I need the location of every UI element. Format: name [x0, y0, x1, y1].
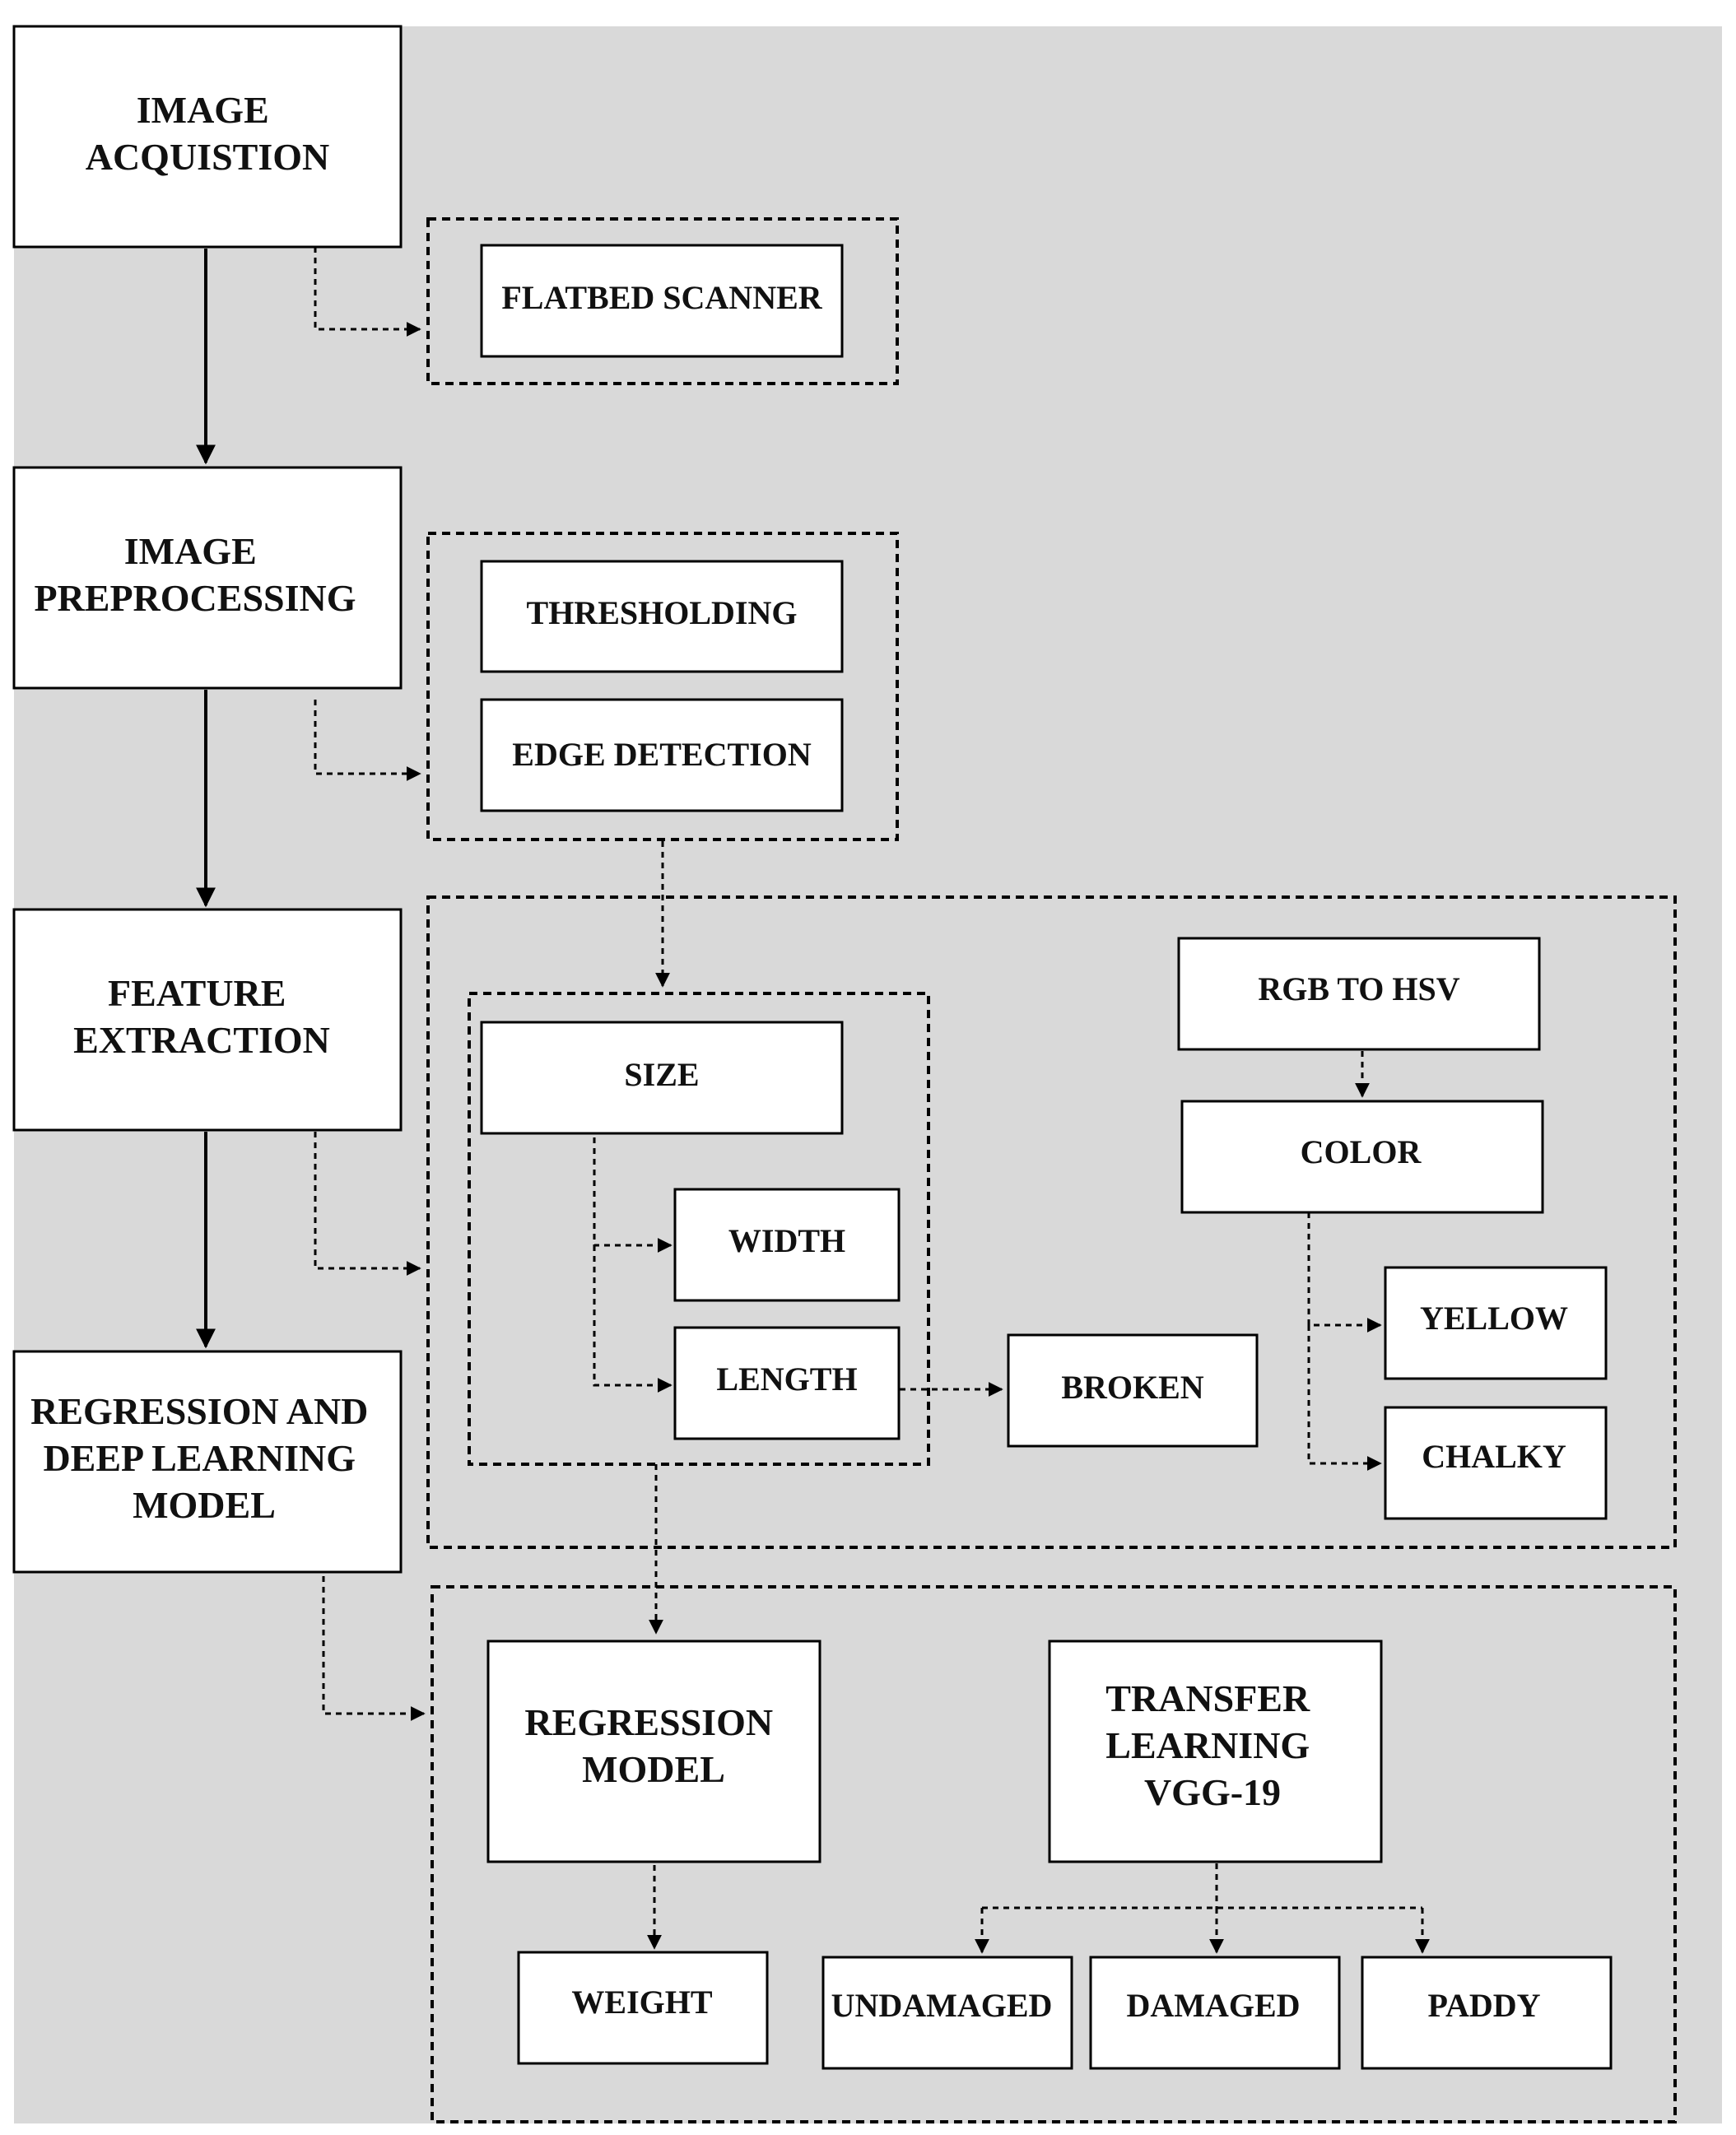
node-label: REGRESSION AND DEEP LEARNING MODEL: [30, 1390, 378, 1526]
node-rgb-to-hsv: RGB TO HSV: [1177, 937, 1541, 1051]
node-box: [1384, 1406, 1608, 1520]
node-undamaged: UNDAMAGED: [821, 1956, 1073, 2070]
node-box: [1048, 1640, 1383, 1863]
size-group: [468, 992, 930, 1466]
node-box: [486, 1640, 821, 1863]
node-box: [12, 25, 403, 249]
node-regression-model: REGRESSION MODEL: [486, 1640, 821, 1863]
label-line: PREPROCESSING: [34, 577, 356, 619]
label-line: FEATURE: [108, 972, 286, 1014]
label-line: MODEL: [133, 1484, 276, 1526]
edge-size-to-length: [593, 1245, 673, 1393]
node-label: UNDAMAGED: [831, 1987, 1053, 2024]
node-transfer-learning-vgg19: TRANSFER LEARNING VGG-19: [1048, 1640, 1383, 1863]
node-label: IMAGE PREPROCESSING: [34, 530, 356, 619]
edge-acquisition-to-scanner: [314, 247, 421, 337]
node-weight: WEIGHT: [517, 1951, 769, 2065]
edge-color-to-chalky: [1307, 1325, 1382, 1471]
node-box: [480, 560, 844, 673]
node-box: [12, 908, 403, 1132]
node-image-acquisition: IMAGE ACQUISTION: [12, 25, 403, 249]
node-box: [821, 1956, 1073, 2070]
node-label: THRESHOLDING: [527, 594, 798, 631]
node-regression-and-deep-learning-model: REGRESSION AND DEEP LEARNING MODEL: [12, 1350, 403, 1574]
node-color: COLOR: [1180, 1100, 1544, 1214]
label-line: VGG-19: [1144, 1771, 1281, 1813]
feature-extraction-group: [426, 895, 1677, 1549]
node-label: REGRESSION MODEL: [524, 1701, 782, 1790]
node-label: COLOR: [1301, 1133, 1422, 1170]
node-length: LENGTH: [673, 1326, 901, 1440]
node-label: FLATBED SCANNER: [501, 279, 822, 316]
node-box: [1180, 1100, 1544, 1214]
label-line: TRANSFER: [1105, 1677, 1310, 1719]
node-label: LENGTH: [716, 1361, 857, 1398]
edge-model-to-regression: [322, 1576, 426, 1721]
node-chalky: CHALKY: [1384, 1406, 1608, 1520]
node-paddy: PADDY: [1361, 1956, 1613, 2070]
label-line: ACQUISTION: [86, 136, 330, 178]
node-box: [12, 466, 403, 690]
node-box: [480, 698, 844, 812]
label-line: MODEL: [582, 1748, 725, 1790]
node-box: [1007, 1333, 1259, 1448]
node-width: WIDTH: [673, 1188, 901, 1302]
label-line: IMAGE: [124, 530, 257, 572]
node-label: RGB TO HSV: [1258, 970, 1459, 1007]
node-size: SIZE: [480, 1021, 844, 1135]
label-line: REGRESSION AND: [30, 1390, 368, 1432]
node-yellow: YELLOW: [1384, 1266, 1608, 1380]
node-label: YELLOW: [1420, 1300, 1568, 1337]
node-label: WIDTH: [728, 1222, 845, 1259]
node-thresholding: THRESHOLDING: [480, 560, 844, 673]
label-line: EXTRACTION: [73, 1019, 330, 1061]
node-feature-extraction: FEATURE EXTRACTION: [12, 908, 403, 1132]
node-box: [12, 1350, 403, 1574]
edge-preprocessing-to-methods: [314, 700, 421, 781]
node-box: [1177, 937, 1541, 1051]
node-label: DAMAGED: [1126, 1987, 1300, 2024]
node-box: [1089, 1956, 1341, 2070]
node-box: [480, 1021, 844, 1135]
label-line: REGRESSION: [524, 1701, 773, 1743]
node-label: TRANSFER LEARNING VGG-19: [1105, 1677, 1319, 1813]
scanner-group: [426, 217, 899, 385]
node-damaged: DAMAGED: [1089, 1956, 1341, 2070]
label-line: DEEP LEARNING: [43, 1437, 356, 1479]
edge-feature-extraction-to-features: [314, 1132, 421, 1276]
node-label: FEATURE EXTRACTION: [73, 972, 330, 1061]
dashed-edges: [314, 247, 1430, 1954]
node-box: [1384, 1266, 1608, 1380]
node-box: [673, 1326, 901, 1440]
node-box: [480, 244, 844, 358]
label-line: LEARNING: [1105, 1724, 1310, 1766]
node-label: EDGE DETECTION: [512, 736, 812, 773]
node-broken: BROKEN: [1007, 1333, 1259, 1448]
node-edge-detection: EDGE DETECTION: [480, 698, 844, 812]
preprocessing-group: [426, 532, 899, 841]
label-line: IMAGE: [137, 89, 269, 131]
node-label: SIZE: [624, 1056, 699, 1093]
node-label: BROKEN: [1061, 1369, 1203, 1406]
node-label: WEIGHT: [571, 1984, 712, 2021]
node-flatbed-scanner: FLATBED SCANNER: [480, 244, 844, 358]
node-box: [517, 1951, 769, 2065]
node-image-preprocessing: IMAGE PREPROCESSING: [12, 466, 403, 690]
node-label: CHALKY: [1422, 1438, 1566, 1475]
node-label: IMAGE ACQUISTION: [86, 89, 330, 178]
node-box: [673, 1188, 901, 1302]
node-box: [1361, 1956, 1613, 2070]
node-label: PADDY: [1427, 1987, 1540, 2024]
model-group: [431, 1585, 1677, 2123]
